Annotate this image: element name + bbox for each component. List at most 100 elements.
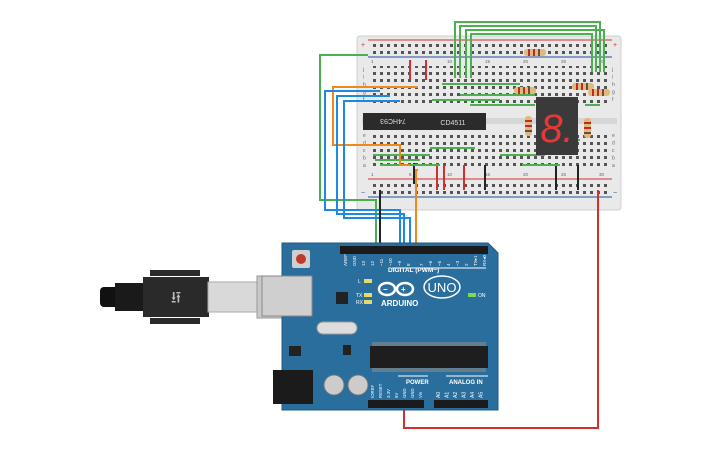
analog-label: ANALOG IN	[449, 380, 483, 386]
row-letter: g	[612, 90, 615, 96]
analog-pin-label: A3	[462, 392, 468, 398]
resistor	[525, 116, 532, 136]
column-number: 15	[485, 172, 491, 177]
tx-led-label: TX	[356, 293, 363, 299]
row-letter: g	[363, 90, 366, 96]
l-led	[364, 279, 372, 283]
power-pin-label: Vin	[418, 391, 423, 398]
digital-pin-label: 12	[370, 260, 375, 266]
usb-chip	[336, 292, 348, 304]
center-channel	[362, 118, 617, 124]
digital-pin-label: AREF	[343, 254, 348, 266]
analog-pin-label: A4	[470, 392, 476, 398]
resistor	[514, 87, 536, 94]
atmega-chip	[370, 346, 488, 368]
red-wire-5v	[403, 190, 599, 429]
uno-badge	[423, 275, 461, 299]
power-pin-label: GND	[402, 388, 407, 398]
digital-pin-label: GND	[352, 255, 357, 266]
digital-pin-label: ~11	[379, 258, 384, 266]
digital-pin-label: ~5	[437, 260, 442, 266]
ic-74hc93: 74HC93	[363, 113, 423, 130]
row-letter: c	[363, 148, 366, 154]
row-letter: d	[612, 141, 615, 147]
analog-pin-label: A0	[436, 392, 442, 398]
resistor	[572, 83, 594, 90]
resistor	[588, 89, 610, 96]
rail-minus-label-right: −	[613, 190, 617, 197]
row-letter: e	[612, 133, 615, 139]
analog-pin-label: A1	[445, 392, 451, 398]
usb-jack	[261, 275, 313, 317]
usb-cable: ⭿	[100, 270, 286, 324]
capacitor	[323, 374, 345, 396]
digital-pin-label: ~10	[388, 258, 393, 266]
arduino-logo-text: ARDUINO	[381, 299, 418, 308]
on-led-label: ON	[478, 293, 486, 299]
analog-pin-label: A2	[453, 392, 459, 398]
column-number: 30	[599, 59, 605, 64]
usb-symbol-icon: ⭿	[171, 290, 181, 307]
rail-minus-label: −	[361, 190, 365, 197]
digital-pin-label: ~6	[428, 260, 433, 266]
green-wire-to-rail	[319, 54, 377, 248]
resistors	[514, 49, 610, 138]
svg-text:+: +	[401, 285, 406, 294]
row-letter: e	[363, 133, 366, 139]
column-number-labels: 115510101515202025253030	[371, 59, 605, 177]
power-pin-label: GND	[410, 388, 415, 398]
row-letter: h	[612, 82, 615, 88]
power-pin-label: 5V	[394, 393, 399, 398]
power-label: POWER	[406, 380, 429, 386]
resistor	[524, 49, 546, 56]
l-led-label: L	[358, 279, 361, 285]
power-pin-label: RESET	[378, 383, 383, 398]
rx-led	[364, 300, 372, 304]
power-pin-label: 3.3V	[386, 389, 391, 398]
green-jumpers	[373, 21, 605, 166]
row-letter: j	[362, 67, 364, 73]
digital-pin-label: ~3	[455, 260, 460, 266]
analog-header	[434, 400, 488, 408]
column-number: 20	[523, 59, 529, 64]
column-number: 10	[447, 59, 453, 64]
rail-plus-label-right: +	[613, 42, 617, 49]
row-letter: a	[612, 163, 615, 169]
rail-plus-label: +	[361, 42, 365, 49]
bottom-power-rail	[370, 181, 610, 195]
digital-pin-label: 8	[406, 263, 411, 266]
resistor	[584, 118, 591, 138]
digital-pin-label: 2	[464, 263, 469, 266]
column-number: 15	[485, 59, 491, 64]
column-number: 25	[561, 172, 567, 177]
arduino-logo: − +	[377, 281, 415, 297]
digital-header	[340, 246, 488, 254]
rx-led-label: RX	[356, 300, 364, 306]
digital-label: DIGITAL (PWM~)	[388, 267, 439, 274]
regulator-small	[343, 345, 351, 355]
column-number: 5	[409, 172, 412, 177]
digital-pin-label: 4	[446, 263, 451, 266]
row-letter: b	[363, 156, 366, 162]
tx-led	[364, 293, 372, 297]
ic-cd4511-label: CD4511	[440, 120, 465, 127]
analog-pin-label: A5	[479, 392, 485, 398]
row-letter: a	[363, 163, 366, 169]
breadboard-jumpers	[409, 60, 579, 190]
row-letter: f	[612, 97, 614, 103]
column-number: 25	[561, 59, 567, 64]
reset-button-cap[interactable]	[296, 254, 306, 264]
row-letter: i	[612, 75, 613, 81]
column-number: 10	[447, 172, 453, 177]
column-number: 30	[599, 172, 605, 177]
column-number: 20	[523, 172, 529, 177]
crystal	[316, 321, 358, 335]
column-number: 1	[371, 59, 374, 64]
top-power-rail	[370, 41, 610, 55]
row-letter: c	[612, 148, 615, 154]
power-pin-label: IOREF	[370, 384, 375, 398]
row-letter: i	[363, 75, 364, 81]
